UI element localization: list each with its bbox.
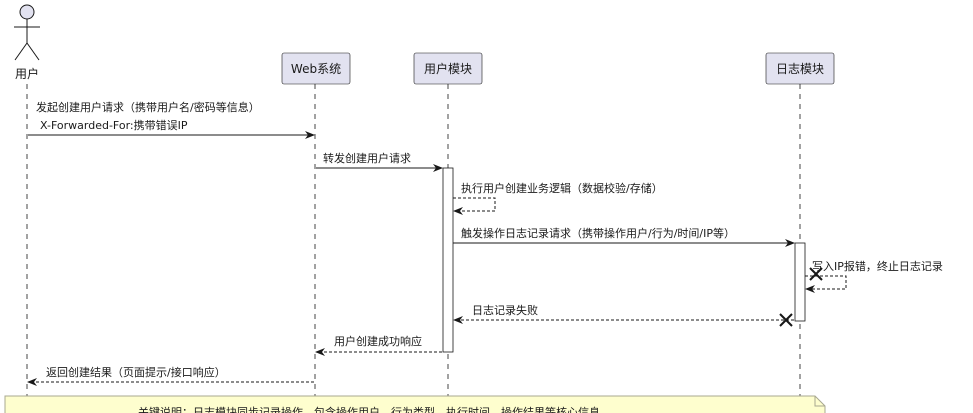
message-6-label: 日志记录失败 (472, 303, 538, 317)
note-text: 关键说明：日志模块同步记录操作，包含操作用户、行为类型、执行时间、操作结果等核心… (138, 405, 600, 413)
activation-log (794, 242, 806, 322)
message-3-label: 执行用户创建业务逻辑（数据校验/存储） (461, 181, 663, 195)
message-3-arrow (453, 197, 496, 215)
destroy-x-icon (779, 313, 793, 327)
message-5-arrow (805, 275, 847, 293)
activation-usermod (442, 167, 454, 353)
note-box: 关键说明：日志模块同步记录操作，包含操作用户、行为类型、执行时间、操作结果等核心… (4, 395, 826, 413)
participant-usermod-label: 用户模块 (424, 61, 472, 76)
message-1-label-line2: X-Forwarded-For:携带错误IP (40, 118, 188, 132)
participant-usermod: 用户模块 (413, 52, 483, 85)
actor-user-icon (14, 4, 40, 61)
participant-user-label: 用户 (15, 66, 39, 81)
message-2-label: 转发创建用户请求 (323, 151, 411, 165)
message-1-label-line1: 发起创建用户请求（携带用户名/密码等信息） (36, 100, 260, 114)
participant-log-label: 日志模块 (776, 62, 824, 76)
participant-web: Web系统 (281, 52, 351, 85)
message-7-label: 用户创建成功响应 (334, 334, 422, 348)
message-4-label: 触发操作日志记录请求（携带操作用户/行为/时间/IP等） (461, 226, 735, 240)
participant-log: 日志模块 (765, 52, 835, 85)
message-8-label: 返回创建结果（页面提示/接口响应） (46, 365, 226, 379)
message-5-label: 写入IP报错，终止日志记录 (812, 259, 943, 273)
destroy-x-icon (809, 267, 823, 281)
participant-web-label: Web系统 (291, 62, 341, 76)
